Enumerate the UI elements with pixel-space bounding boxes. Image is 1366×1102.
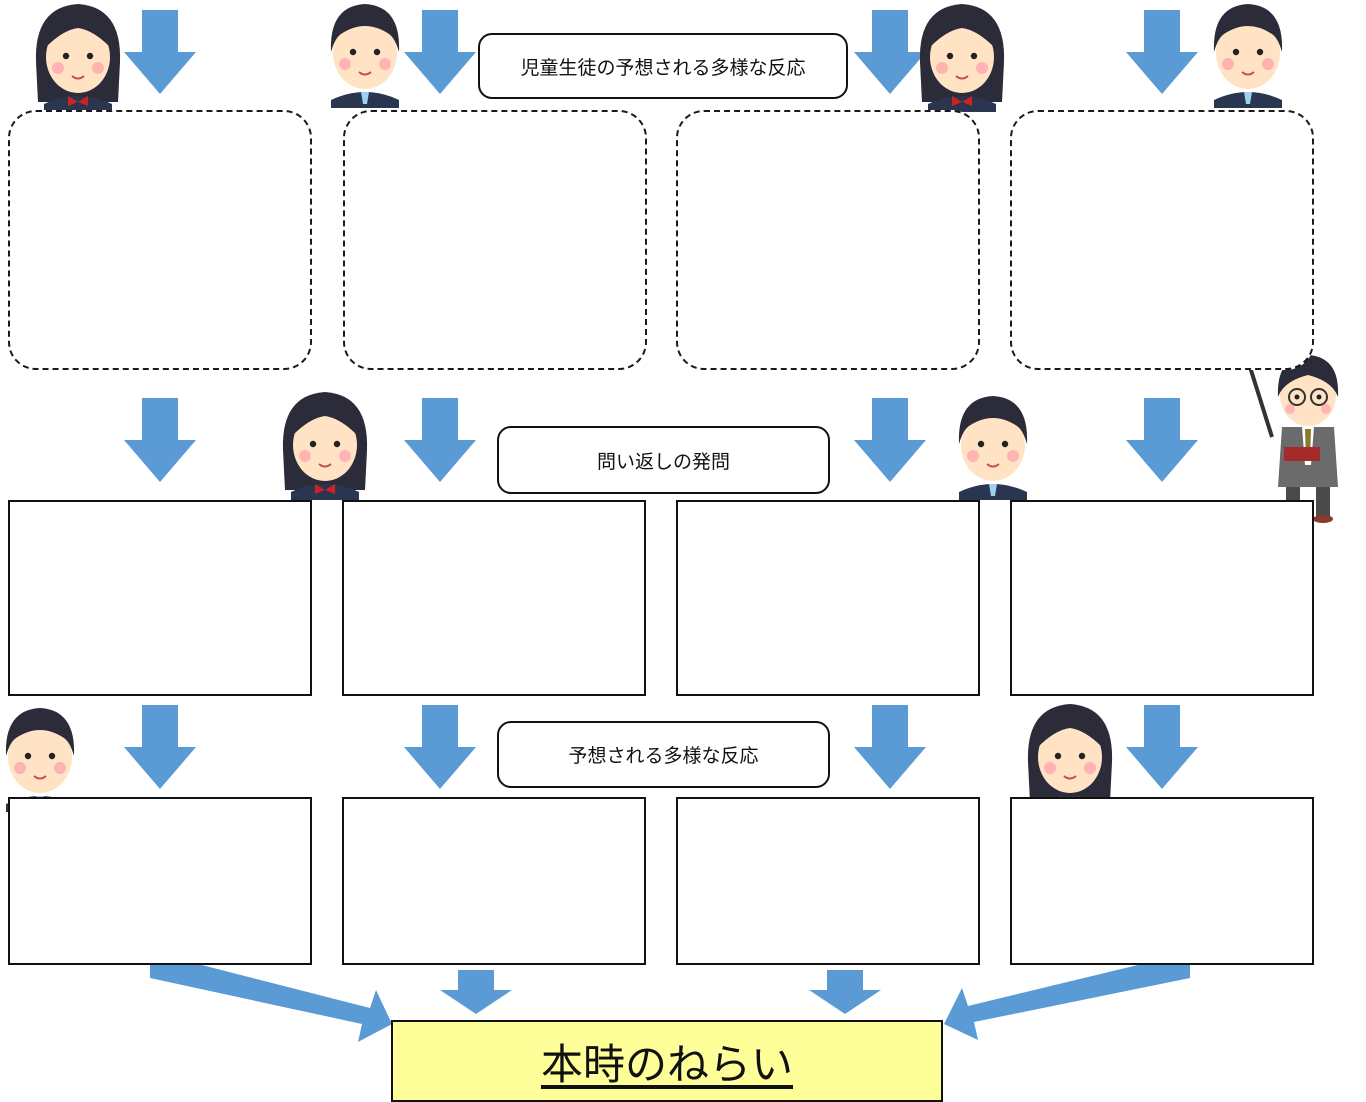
section-label-reactions: 予想される多様な反応 (497, 721, 830, 788)
reaction-box-2[interactable] (342, 797, 646, 965)
arrow-down-icon (404, 398, 476, 482)
response-box-1[interactable] (8, 110, 312, 370)
section-label-questions: 問い返しの発問 (497, 426, 830, 494)
reaction-box-3[interactable] (676, 797, 980, 965)
question-box-4[interactable] (1010, 500, 1314, 696)
arrow-down-icon (404, 10, 476, 94)
response-box-2[interactable] (343, 110, 647, 370)
arrow-down-icon (854, 10, 926, 94)
student-boy-icon (329, 3, 401, 109)
arrow-down-icon (1126, 10, 1198, 94)
reaction-box-4[interactable] (1010, 797, 1314, 965)
arrow-down-icon (124, 10, 196, 94)
teacher-pointer-icon (1248, 355, 1339, 523)
reaction-box-1[interactable] (8, 797, 312, 965)
student-girl-icon (34, 3, 122, 113)
student-girl-icon (918, 3, 1006, 113)
question-box-1[interactable] (8, 500, 312, 696)
response-box-4[interactable] (1010, 110, 1314, 370)
student-boy-icon (1212, 3, 1284, 109)
student-boy-icon (957, 395, 1029, 501)
arrow-down-icon (440, 970, 512, 1014)
section-label-responses: 児童生徒の予想される多様な反応 (478, 33, 848, 99)
arrow-down-icon (1126, 398, 1198, 482)
student-girl-icon (1026, 703, 1114, 813)
question-box-2[interactable] (342, 500, 646, 696)
arrow-down-icon (124, 398, 196, 482)
arrow-down-icon (404, 705, 476, 789)
arrow-diagonal-right-icon (944, 962, 1190, 1040)
arrow-diagonal-left-icon (150, 962, 392, 1042)
question-box-3[interactable] (676, 500, 980, 696)
student-girl-icon (281, 391, 369, 501)
arrow-down-icon (124, 705, 196, 789)
lesson-goal-box[interactable]: 本時のねらい (391, 1020, 943, 1102)
arrow-down-icon (809, 970, 881, 1014)
response-box-3[interactable] (676, 110, 980, 370)
arrow-down-icon (854, 398, 926, 482)
lesson-goal-text: 本時のねらい (540, 1039, 793, 1089)
arrow-down-icon (854, 705, 926, 789)
arrow-down-icon (1126, 705, 1198, 789)
